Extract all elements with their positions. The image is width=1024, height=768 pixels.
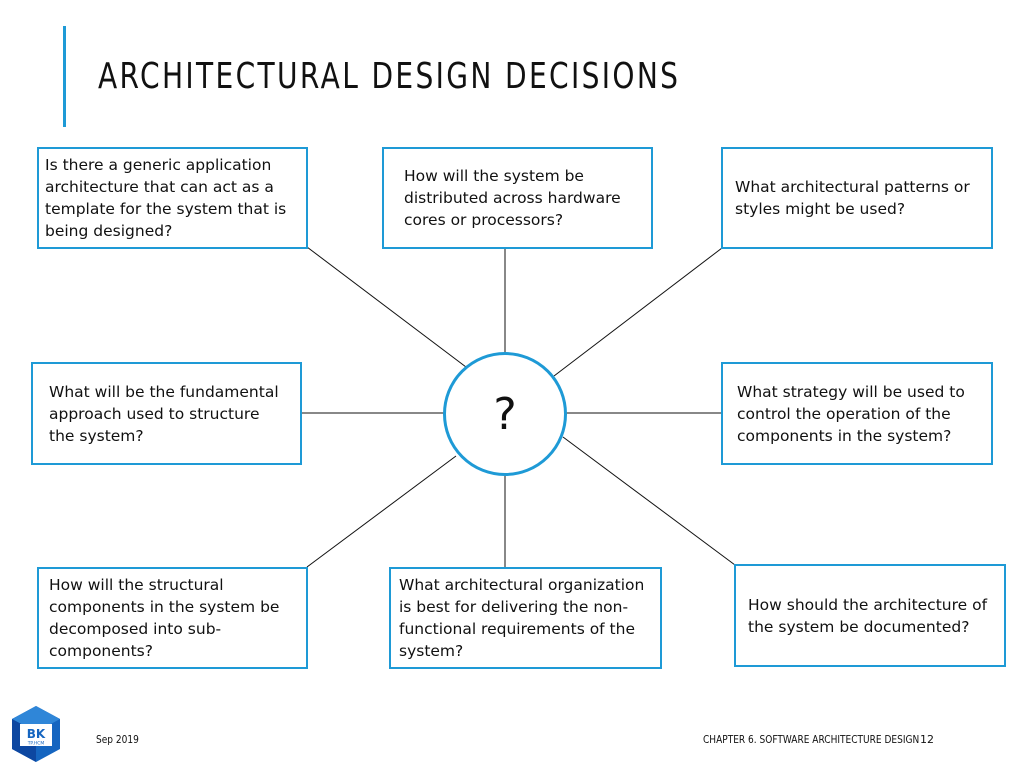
question-box-patterns-styles: What architectural patterns or styles mi… bbox=[721, 147, 993, 249]
question-box-documentation: How should the architecture of the syste… bbox=[734, 564, 1006, 667]
question-box-decomposition: How will the structural components in th… bbox=[37, 567, 308, 669]
question-text: How will the system be distributed acros… bbox=[404, 167, 621, 229]
hub-label: ? bbox=[493, 388, 517, 440]
connector-top-right bbox=[553, 247, 723, 377]
connector-top-left bbox=[306, 246, 467, 368]
logo-subtext: TP.HCM bbox=[27, 741, 45, 747]
footer-date: Sep 2019 bbox=[96, 733, 139, 746]
question-box-generic-architecture: Is there a generic application architect… bbox=[37, 147, 308, 249]
central-question-circle: ? bbox=[443, 352, 567, 476]
footer-chapter: CHAPTER 6. SOFTWARE ARCHITECTURE DESIGN bbox=[703, 733, 920, 746]
slide-title: ARCHITECTURAL DESIGN DECISIONS bbox=[98, 56, 681, 97]
connector-bottom-right bbox=[562, 436, 736, 566]
title-accent-bar bbox=[63, 26, 66, 127]
footer-page-number: 12 bbox=[920, 733, 934, 746]
question-text: How will the structural components in th… bbox=[49, 576, 280, 660]
logo-text: BK bbox=[27, 727, 46, 741]
university-logo: BK TP.HCM bbox=[12, 706, 60, 762]
question-text: What will be the fundamental approach us… bbox=[49, 382, 279, 445]
question-text: What strategy will be used to control th… bbox=[737, 382, 965, 445]
question-box-structure-approach: What will be the fundamental approach us… bbox=[31, 362, 302, 465]
question-text: How should the architecture of the syste… bbox=[748, 595, 988, 636]
question-box-non-functional: What architectural organization is best … bbox=[389, 567, 662, 669]
question-text: What architectural organization is best … bbox=[399, 576, 645, 660]
logo-label-panel bbox=[20, 724, 52, 746]
question-text: What architectural patterns or styles mi… bbox=[735, 178, 970, 218]
question-box-control-strategy: What strategy will be used to control th… bbox=[721, 362, 993, 465]
question-text: Is there a generic application architect… bbox=[45, 156, 287, 240]
connector-bottom-left bbox=[306, 455, 457, 568]
question-box-distribution: How will the system be distributed acros… bbox=[382, 147, 653, 249]
